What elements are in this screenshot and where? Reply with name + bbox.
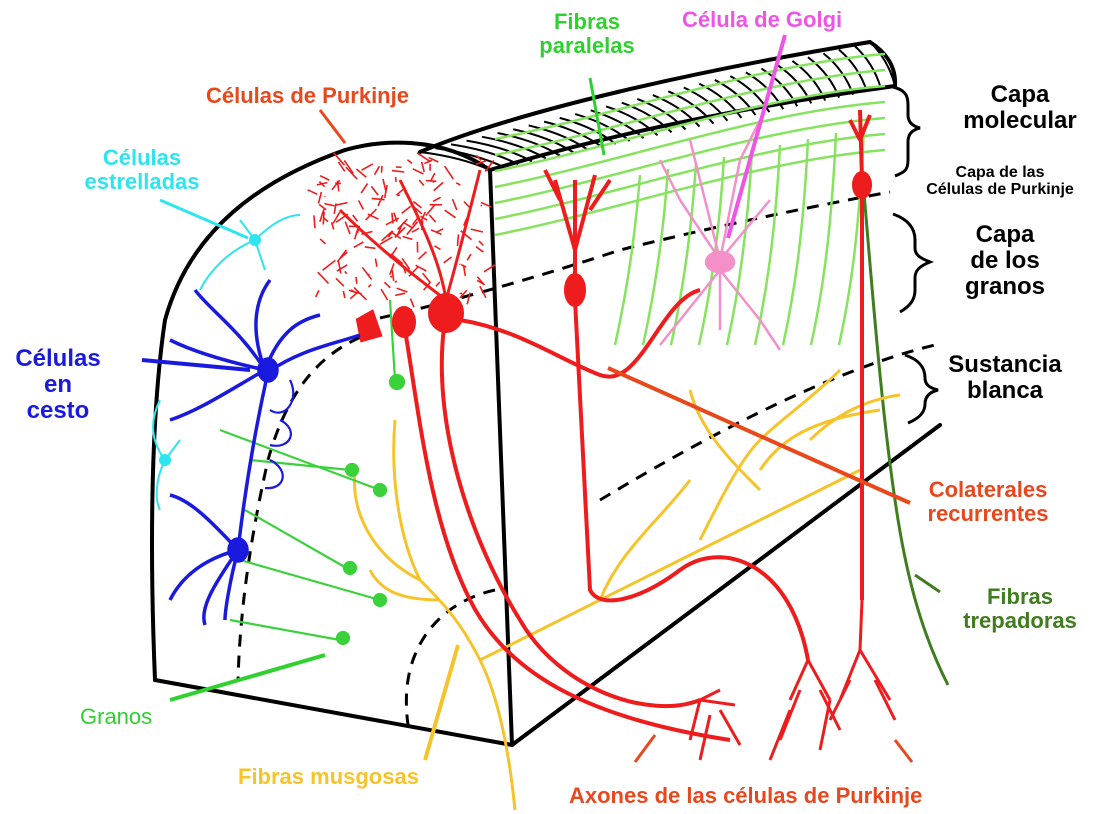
label-purkinje-axons: Axones de las células de Purkinje [569, 784, 922, 808]
label-basket-cells: Células en cesto [8, 346, 108, 424]
purkinje-pointer [320, 110, 345, 143]
stellate-pointer [160, 200, 248, 238]
layer-braces [893, 87, 938, 423]
label-recurrent-collaterals: Colaterales recurrentes [908, 478, 1068, 526]
label-mossy-fibers: Fibras musgosas [238, 765, 419, 789]
label-golgi-cell: Célula de Golgi [682, 8, 842, 32]
axons-pointer-left [635, 735, 655, 762]
label-parallel-fibers: Fibras paralelas [532, 10, 642, 58]
label-stellate-cells: Células estrelladas [72, 146, 212, 194]
mossy-pointer [425, 645, 458, 760]
granules-pointer [170, 655, 325, 700]
label-climbing-fibers: Fibras trepadoras [955, 585, 1085, 633]
collaterals-pointer [608, 368, 910, 503]
basket-cells [170, 280, 360, 625]
label-purkinje-layer: Capa de las Células de Purkinje [900, 164, 1100, 199]
label-granular-layer: Capa de los granos [945, 222, 1065, 300]
purkinje-dendritic-tree [308, 153, 496, 308]
axons-pointer-right [895, 740, 912, 762]
purkinje-axon-terminals [690, 600, 895, 760]
climbing-pointer [915, 575, 940, 592]
mossy-fibers [354, 370, 900, 810]
label-purkinje-cells: Células de Purkinje [206, 84, 409, 108]
label-white-matter: Sustancia blanca [935, 352, 1075, 404]
label-granules: Granos [80, 705, 152, 729]
label-molecular-layer: Capa molecular [950, 82, 1090, 134]
